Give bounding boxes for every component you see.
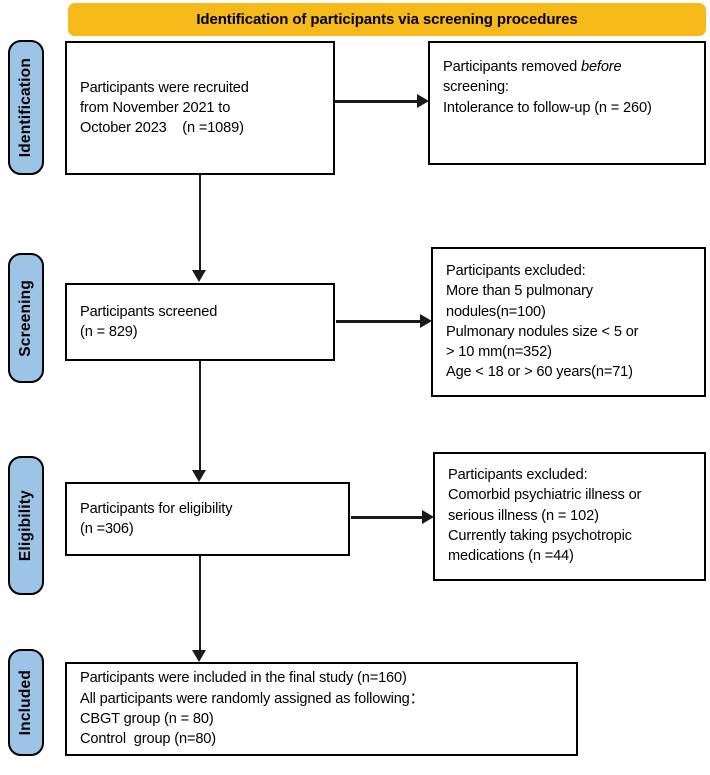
- text-line: Participants removed before: [443, 57, 694, 77]
- text-line: screening:: [443, 79, 509, 96]
- text-line: All participants were randomly assigned …: [80, 690, 425, 707]
- text-line: Comorbid psychiatric illness or: [448, 487, 642, 504]
- box-removed-before-screening: Participants removed before screening: I…: [428, 41, 706, 165]
- text-line: Participants were included in the final …: [80, 670, 407, 687]
- arrowhead-eligibility-to-excluded: [422, 509, 434, 524]
- stage-tab-included: Included: [8, 649, 44, 756]
- arrowhead-screened-to-excluded: [420, 313, 432, 328]
- stage-tab-screening-label: Screening: [17, 279, 35, 357]
- text-line: Age < 18 or > 60 years(n=71): [446, 364, 633, 381]
- box-excluded-eligibility-lines: Participants excluded: Comorbid psychiat…: [435, 465, 704, 566]
- box-participants-recruited-lines: Participants were recruited from Novembe…: [67, 78, 333, 139]
- box-excluded-screening-lines: Participants excluded: More than 5 pulmo…: [433, 261, 704, 383]
- stage-tab-screening: Screening: [8, 253, 44, 383]
- text-line: Participants were recruited: [80, 79, 249, 96]
- stage-tab-eligibility-label: Eligibility: [17, 489, 35, 562]
- text-emphasis: before: [581, 59, 622, 75]
- connector-eligibility-to-excluded: [351, 516, 424, 519]
- connector-eligibility-to-included: [198, 556, 201, 651]
- box-excluded-eligibility: Participants excluded: Comorbid psychiat…: [433, 452, 706, 581]
- text-line: Participants excluded:: [446, 263, 586, 279]
- box-included-final-study-lines: Participants were included in the final …: [67, 668, 576, 749]
- connector-screened-to-excluded: [336, 320, 422, 323]
- arrowhead-recruited-to-screened: [192, 270, 206, 282]
- text-line: (n = 829): [80, 324, 138, 340]
- text-line: (n =306): [80, 521, 134, 537]
- arrowhead-screened-to-eligibility: [192, 470, 206, 482]
- stage-tab-identification: Identification: [8, 40, 44, 175]
- box-included-final-study: Participants were included in the final …: [65, 662, 578, 756]
- text-line: medications (n =44): [448, 548, 574, 565]
- stage-tab-eligibility: Eligibility: [8, 456, 44, 595]
- box-participants-screened-lines: Participants screened (n = 829): [67, 302, 333, 343]
- text-line: Participants excluded:: [448, 467, 588, 483]
- connector-screened-to-eligibility: [198, 361, 201, 471]
- text-line: nodules(n=100): [446, 303, 546, 320]
- stage-tab-identification-label: Identification: [17, 57, 35, 158]
- stage-tab-included-label: Included: [17, 669, 35, 736]
- text-line: from November 2021 to: [80, 99, 231, 116]
- text-line: Control group (n=80): [80, 731, 216, 748]
- box-participants-eligibility-lines: Participants for eligibility (n =306): [67, 499, 348, 540]
- box-participants-recruited: Participants were recruited from Novembe…: [65, 41, 335, 175]
- text-line: Intolerance to follow-up (n = 260): [443, 99, 652, 116]
- text-line: Participants for eligibility: [80, 500, 233, 517]
- identification-banner: Identification of participants via scree…: [68, 3, 706, 36]
- connector-recruited-to-removed: [335, 100, 419, 103]
- text-line: October 2023 (n =1089): [80, 120, 244, 137]
- text-line: serious illness (n = 102): [448, 507, 599, 524]
- text-line: Pulmonary nodules size < 5 or: [446, 323, 639, 340]
- text-line: Participants screened: [80, 303, 218, 320]
- arrowhead-recruited-to-removed: [417, 93, 429, 108]
- box-participants-screened: Participants screened (n = 829): [65, 283, 335, 361]
- text-line: Currently taking psychotropic: [448, 527, 632, 544]
- box-participants-eligibility: Participants for eligibility (n =306): [65, 482, 350, 556]
- connector-recruited-to-screened: [198, 175, 201, 271]
- box-excluded-screening: Participants excluded: More than 5 pulmo…: [431, 247, 706, 397]
- text-line: More than 5 pulmonary: [446, 283, 593, 300]
- text-line: > 10 mm(n=352): [446, 344, 552, 361]
- arrowhead-eligibility-to-included: [192, 650, 206, 662]
- text-segment: Participants removed: [443, 59, 581, 75]
- box-removed-before-screening-lines: Participants removed before screening: I…: [430, 57, 704, 118]
- text-line: CBGT group (n = 80): [80, 711, 214, 727]
